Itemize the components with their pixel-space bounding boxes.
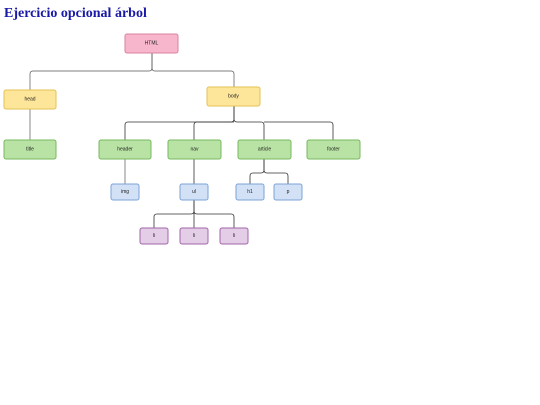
node-ul-box <box>179 183 209 201</box>
edge-body-article <box>233 106 265 140</box>
node-img: img <box>110 183 140 201</box>
node-img-box <box>110 183 140 201</box>
node-head: head <box>3 89 57 110</box>
node-title-label: title <box>26 147 34 153</box>
node-article-label: article <box>258 147 272 153</box>
node-li-2-box <box>179 227 209 245</box>
node-nav-label: nav <box>190 147 199 153</box>
node-head-label: head <box>24 97 35 103</box>
node-li-2-label: li <box>193 233 195 239</box>
node-li-1: li <box>139 227 169 245</box>
node-ul: ul <box>179 183 209 201</box>
node-header-box <box>98 139 152 160</box>
edges <box>29 53 334 228</box>
node-nav-box <box>167 139 222 160</box>
node-footer-label: footer <box>327 147 340 153</box>
node-footer: footer <box>306 139 361 160</box>
node-h1-box <box>235 183 265 201</box>
node-li-1-box <box>139 227 169 245</box>
node-ul-label: ul <box>192 189 196 195</box>
edge-body-footer <box>264 121 334 140</box>
edge-body-nav <box>193 121 234 140</box>
node-li-3-label: li <box>233 233 235 239</box>
node-li-2: li <box>179 227 209 245</box>
node-footer-box <box>306 139 361 160</box>
node-head-box <box>3 89 57 110</box>
node-header: header <box>98 139 152 160</box>
node-html: HTML <box>124 33 179 54</box>
node-article-box <box>237 139 292 160</box>
node-img-label: img <box>121 189 129 195</box>
node-article: article <box>237 139 292 160</box>
node-html-box <box>124 33 179 54</box>
node-h1: h1 <box>235 183 265 201</box>
node-nav: nav <box>167 139 222 160</box>
node-h1-label: h1 <box>247 189 253 195</box>
edge-article-h1 <box>249 159 265 184</box>
node-li-1-label: li <box>153 233 155 239</box>
edge-ul-li3 <box>193 210 235 228</box>
page-title: Ejercicio opcional árbol <box>4 6 147 21</box>
node-body-box <box>206 86 261 107</box>
node-p-label: p <box>287 189 290 195</box>
edge-article-p <box>263 159 289 184</box>
edge-html-body <box>151 53 235 87</box>
node-header-label: header <box>117 147 133 153</box>
node-p: p <box>273 183 303 201</box>
node-title-box <box>3 139 57 160</box>
node-title: title <box>3 139 57 160</box>
node-body: body <box>206 86 261 107</box>
node-li-3-box <box>219 227 249 245</box>
edge-html-head <box>29 53 153 90</box>
edge-ul-li1 <box>153 200 195 228</box>
node-p-box <box>273 183 303 201</box>
node-html-label: HTML <box>145 41 159 47</box>
edge-body-header <box>124 106 235 140</box>
node-li-3: li <box>219 227 249 245</box>
node-body-label: body <box>228 94 239 100</box>
